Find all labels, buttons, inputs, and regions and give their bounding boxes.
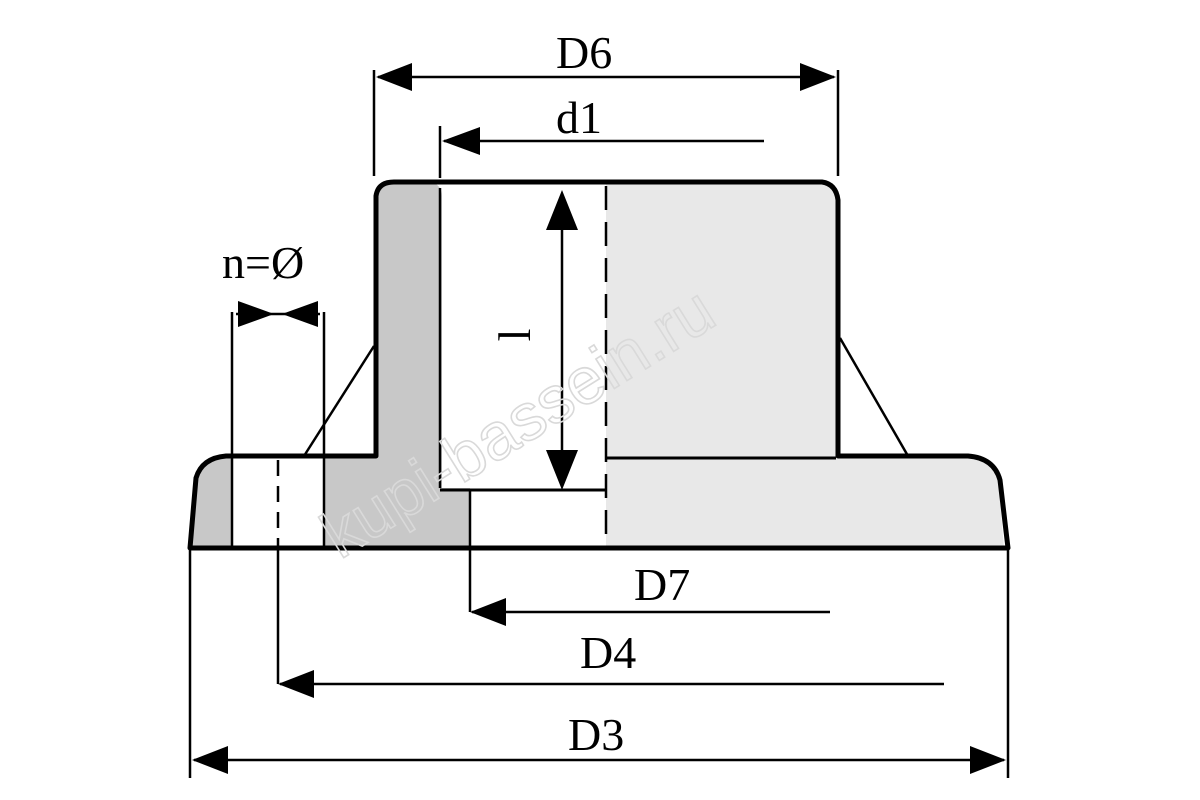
d3-arrow-right	[970, 746, 1006, 774]
label-length: l	[489, 329, 540, 342]
flange-outline	[187, 179, 1011, 551]
label-n-holes: n=Ø	[222, 237, 304, 288]
d4-arrow-left	[278, 670, 314, 698]
hub-taper-left	[302, 345, 376, 457]
d7-arrow-left	[470, 598, 506, 626]
label-d6: D6	[556, 27, 612, 78]
d6-arrow-left	[376, 63, 412, 91]
d6-arrow-right	[800, 63, 836, 91]
bore-region	[442, 190, 606, 488]
length-arrow-top	[546, 190, 578, 230]
d3-arrow-left	[192, 746, 228, 774]
d1-arrow-left	[442, 127, 480, 155]
hub-taper-right	[838, 337, 910, 457]
bore-lower-region	[470, 492, 606, 548]
label-d4: D4	[580, 627, 636, 678]
label-d3: D3	[568, 709, 624, 760]
label-d1: d1	[556, 92, 602, 143]
length-arrow-bottom	[546, 450, 578, 490]
n-arrow-right	[282, 301, 318, 327]
label-d7: D7	[634, 559, 690, 610]
n-arrow-left	[238, 301, 274, 327]
